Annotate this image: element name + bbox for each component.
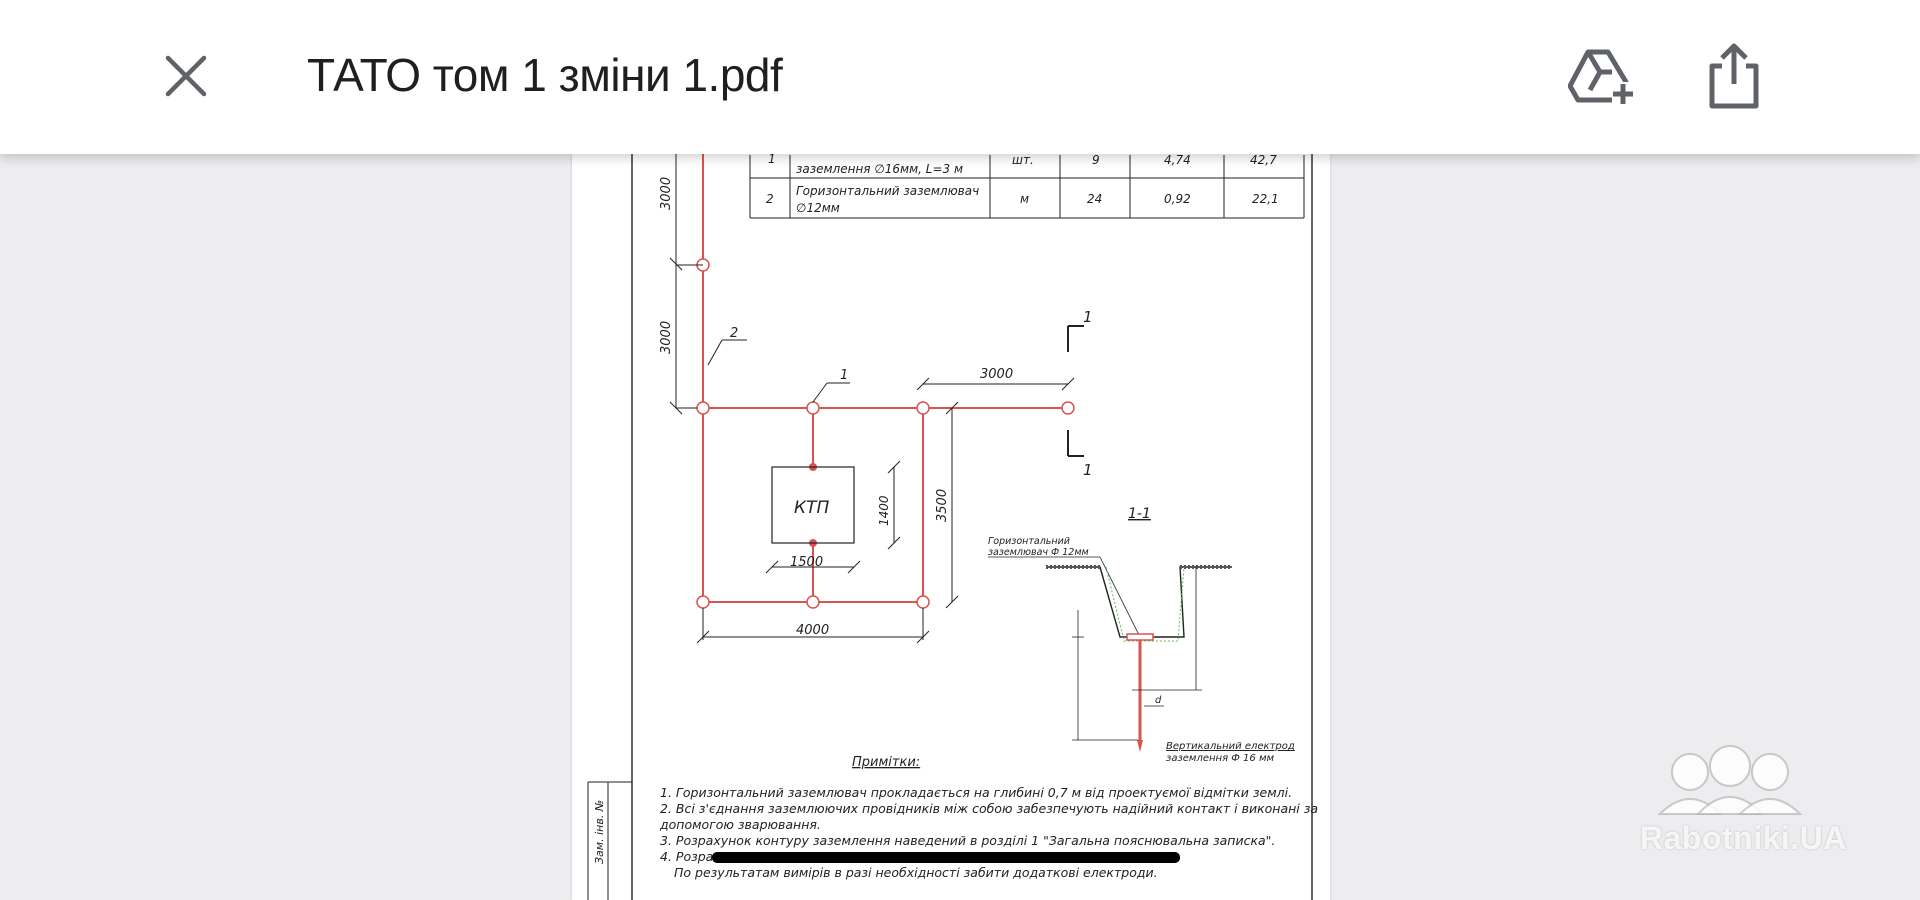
drawing-canvas: 1 заземлення ∅16мм, L=3 м шт. 9 4,74 42,… bbox=[587, 140, 1318, 900]
dim-ktp-height: 1400 bbox=[877, 495, 891, 526]
table-row-1-qty: 9 bbox=[1092, 153, 1100, 167]
table-row-1-name: заземлення ∅16мм, L=3 м bbox=[796, 162, 963, 176]
horizontal-label-2: заземлювач Ф 12мм bbox=[988, 547, 1089, 558]
label-2: 2 bbox=[730, 326, 738, 341]
table-row-2-qty: 24 bbox=[1087, 192, 1102, 206]
note-2a: 2. Всі з'єднання заземлюючих провідників… bbox=[660, 801, 1318, 816]
notes-heading: Примітки: bbox=[852, 755, 920, 770]
table-row-1-num: 1 bbox=[768, 152, 776, 166]
note-3: 3. Розрахунок контуру заземлення наведен… bbox=[660, 833, 1275, 848]
section-1-1: 1-1 Горизонтальний заземлювач Ф 12мм d bbox=[988, 506, 1295, 764]
dim-top-right: 3000 bbox=[980, 367, 1013, 382]
dim-right: 3500 bbox=[935, 489, 950, 522]
watermark-text: Rabotniki.UA bbox=[1640, 820, 1847, 856]
dim-bottom: 4000 bbox=[796, 623, 829, 638]
specification-table: 1 заземлення ∅16мм, L=3 м шт. 9 4,74 42,… bbox=[749, 152, 1305, 219]
stamp-side-label: Зам. інв. № bbox=[593, 800, 606, 864]
share-button[interactable] bbox=[1704, 40, 1764, 112]
stamp-column: Зам. інв. № bbox=[587, 781, 632, 900]
document-title: ТАТО том 1 зміни 1.pdf bbox=[307, 49, 783, 101]
table-row-2-num: 2 bbox=[766, 192, 774, 206]
horizontal-label-1: Горизонтальний bbox=[988, 536, 1070, 547]
watermark-logo-icon bbox=[1657, 745, 1803, 815]
dim-left-top: 3000 bbox=[659, 177, 674, 210]
pdf-page[interactable]: 1 заземлення ∅16мм, L=3 м шт. 9 4,74 42,… bbox=[572, 140, 1330, 900]
note-2b: допомогою зварювання. bbox=[659, 817, 821, 832]
table-row-1-mass-total: 42,7 bbox=[1250, 153, 1277, 167]
note-5: По результатам вимірів в разі необхіднос… bbox=[674, 865, 1158, 880]
note-1: 1. Горизонтальний заземлювач прокладаєть… bbox=[660, 785, 1292, 800]
table-row-2-unit: м bbox=[1020, 192, 1029, 206]
table-row-2-name-2: ∅12мм bbox=[796, 201, 840, 215]
section-mark-bottom: 1 bbox=[1083, 461, 1093, 479]
table-row-2-name-1: Горизонтальний заземлювач bbox=[796, 184, 979, 198]
table-row-2-mass-total: 22,1 bbox=[1252, 192, 1279, 206]
note-4: 4. Розра bbox=[660, 849, 713, 864]
table-row-2-mass-unit: 0,92 bbox=[1164, 192, 1191, 206]
share-icon bbox=[1709, 43, 1759, 109]
dim-ktp-width: 1500 bbox=[790, 555, 823, 570]
add-to-drive-button[interactable] bbox=[1567, 44, 1636, 108]
ktp-label: КТП bbox=[794, 498, 829, 518]
table-row-1-mass-unit: 4,74 bbox=[1164, 153, 1191, 167]
section-mark-top: 1 bbox=[1083, 308, 1093, 326]
dim-left-mid: 3000 bbox=[659, 321, 674, 354]
notes: Примітки: 1. Горизонтальний заземлювач п… bbox=[659, 755, 1318, 880]
d-label: d bbox=[1155, 695, 1162, 706]
table-row-1-unit: шт. bbox=[1012, 153, 1034, 167]
label-1: 1 bbox=[840, 368, 848, 383]
close-icon bbox=[165, 55, 207, 97]
section-title: 1-1 bbox=[1128, 506, 1151, 522]
close-button[interactable] bbox=[160, 50, 212, 102]
add-to-drive-icon bbox=[1567, 49, 1634, 104]
vertical-label-1: Вертикальний електрод bbox=[1166, 741, 1295, 752]
grounding-plan: КТП bbox=[659, 140, 1093, 644]
vertical-label-2: заземлення Ф 16 мм bbox=[1166, 753, 1275, 764]
toolbar: ТАТО том 1 зміни 1.pdf bbox=[0, 0, 1920, 154]
